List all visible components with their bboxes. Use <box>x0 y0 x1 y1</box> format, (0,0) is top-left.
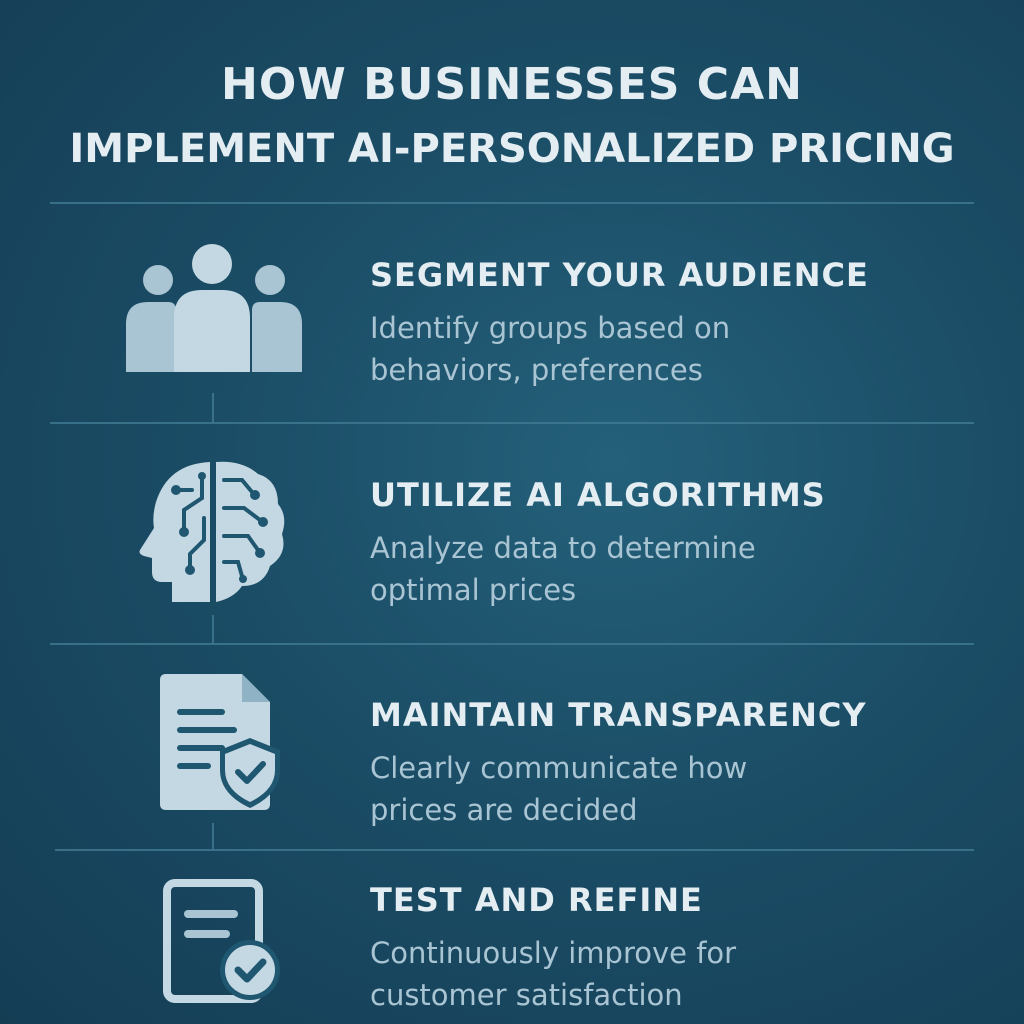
step-title: SEGMENT YOUR AUDIENCE <box>370 256 869 294</box>
title-line-1: HOW BUSINESSES CAN <box>221 59 803 110</box>
ai-brain-head-icon <box>138 458 288 606</box>
step-description: Analyze data to determine optimal prices <box>370 531 756 607</box>
title-line-2: IMPLEMENT AI-PERSONALIZED PRICING <box>69 126 955 172</box>
step-utilize-ai: UTILIZE AI ALGORITHMS Analyze data to de… <box>370 475 1010 611</box>
divider-2 <box>50 643 974 645</box>
step-segment-audience: SEGMENT YOUR AUDIENCE Identify groups ba… <box>370 255 1010 391</box>
divider-3 <box>55 849 974 851</box>
step-title: TEST AND REFINE <box>370 881 703 919</box>
step-title: MAINTAIN TRANSPARENCY <box>370 696 867 734</box>
connector-3 <box>212 823 214 850</box>
connector-2 <box>212 615 214 644</box>
step-title: UTILIZE AI ALGORITHMS <box>370 476 826 514</box>
page-title: HOW BUSINESSES CAN IMPLEMENT AI-PERSONAL… <box>0 58 1024 176</box>
step-maintain-transparency: MAINTAIN TRANSPARENCY Clearly communicat… <box>370 695 1010 831</box>
document-shield-icon <box>158 672 282 812</box>
step-description: Identify groups based on behaviors, pref… <box>370 311 731 387</box>
divider-top <box>50 202 974 204</box>
divider-1 <box>50 422 974 424</box>
audience-group-icon <box>124 240 304 375</box>
connector-1 <box>212 393 214 423</box>
step-test-refine: TEST AND REFINE Continuously improve for… <box>370 880 1010 1016</box>
step-description: Continuously improve for customer satisf… <box>370 936 737 1012</box>
document-check-icon <box>162 878 286 1006</box>
step-description: Clearly communicate how prices are decid… <box>370 751 748 827</box>
